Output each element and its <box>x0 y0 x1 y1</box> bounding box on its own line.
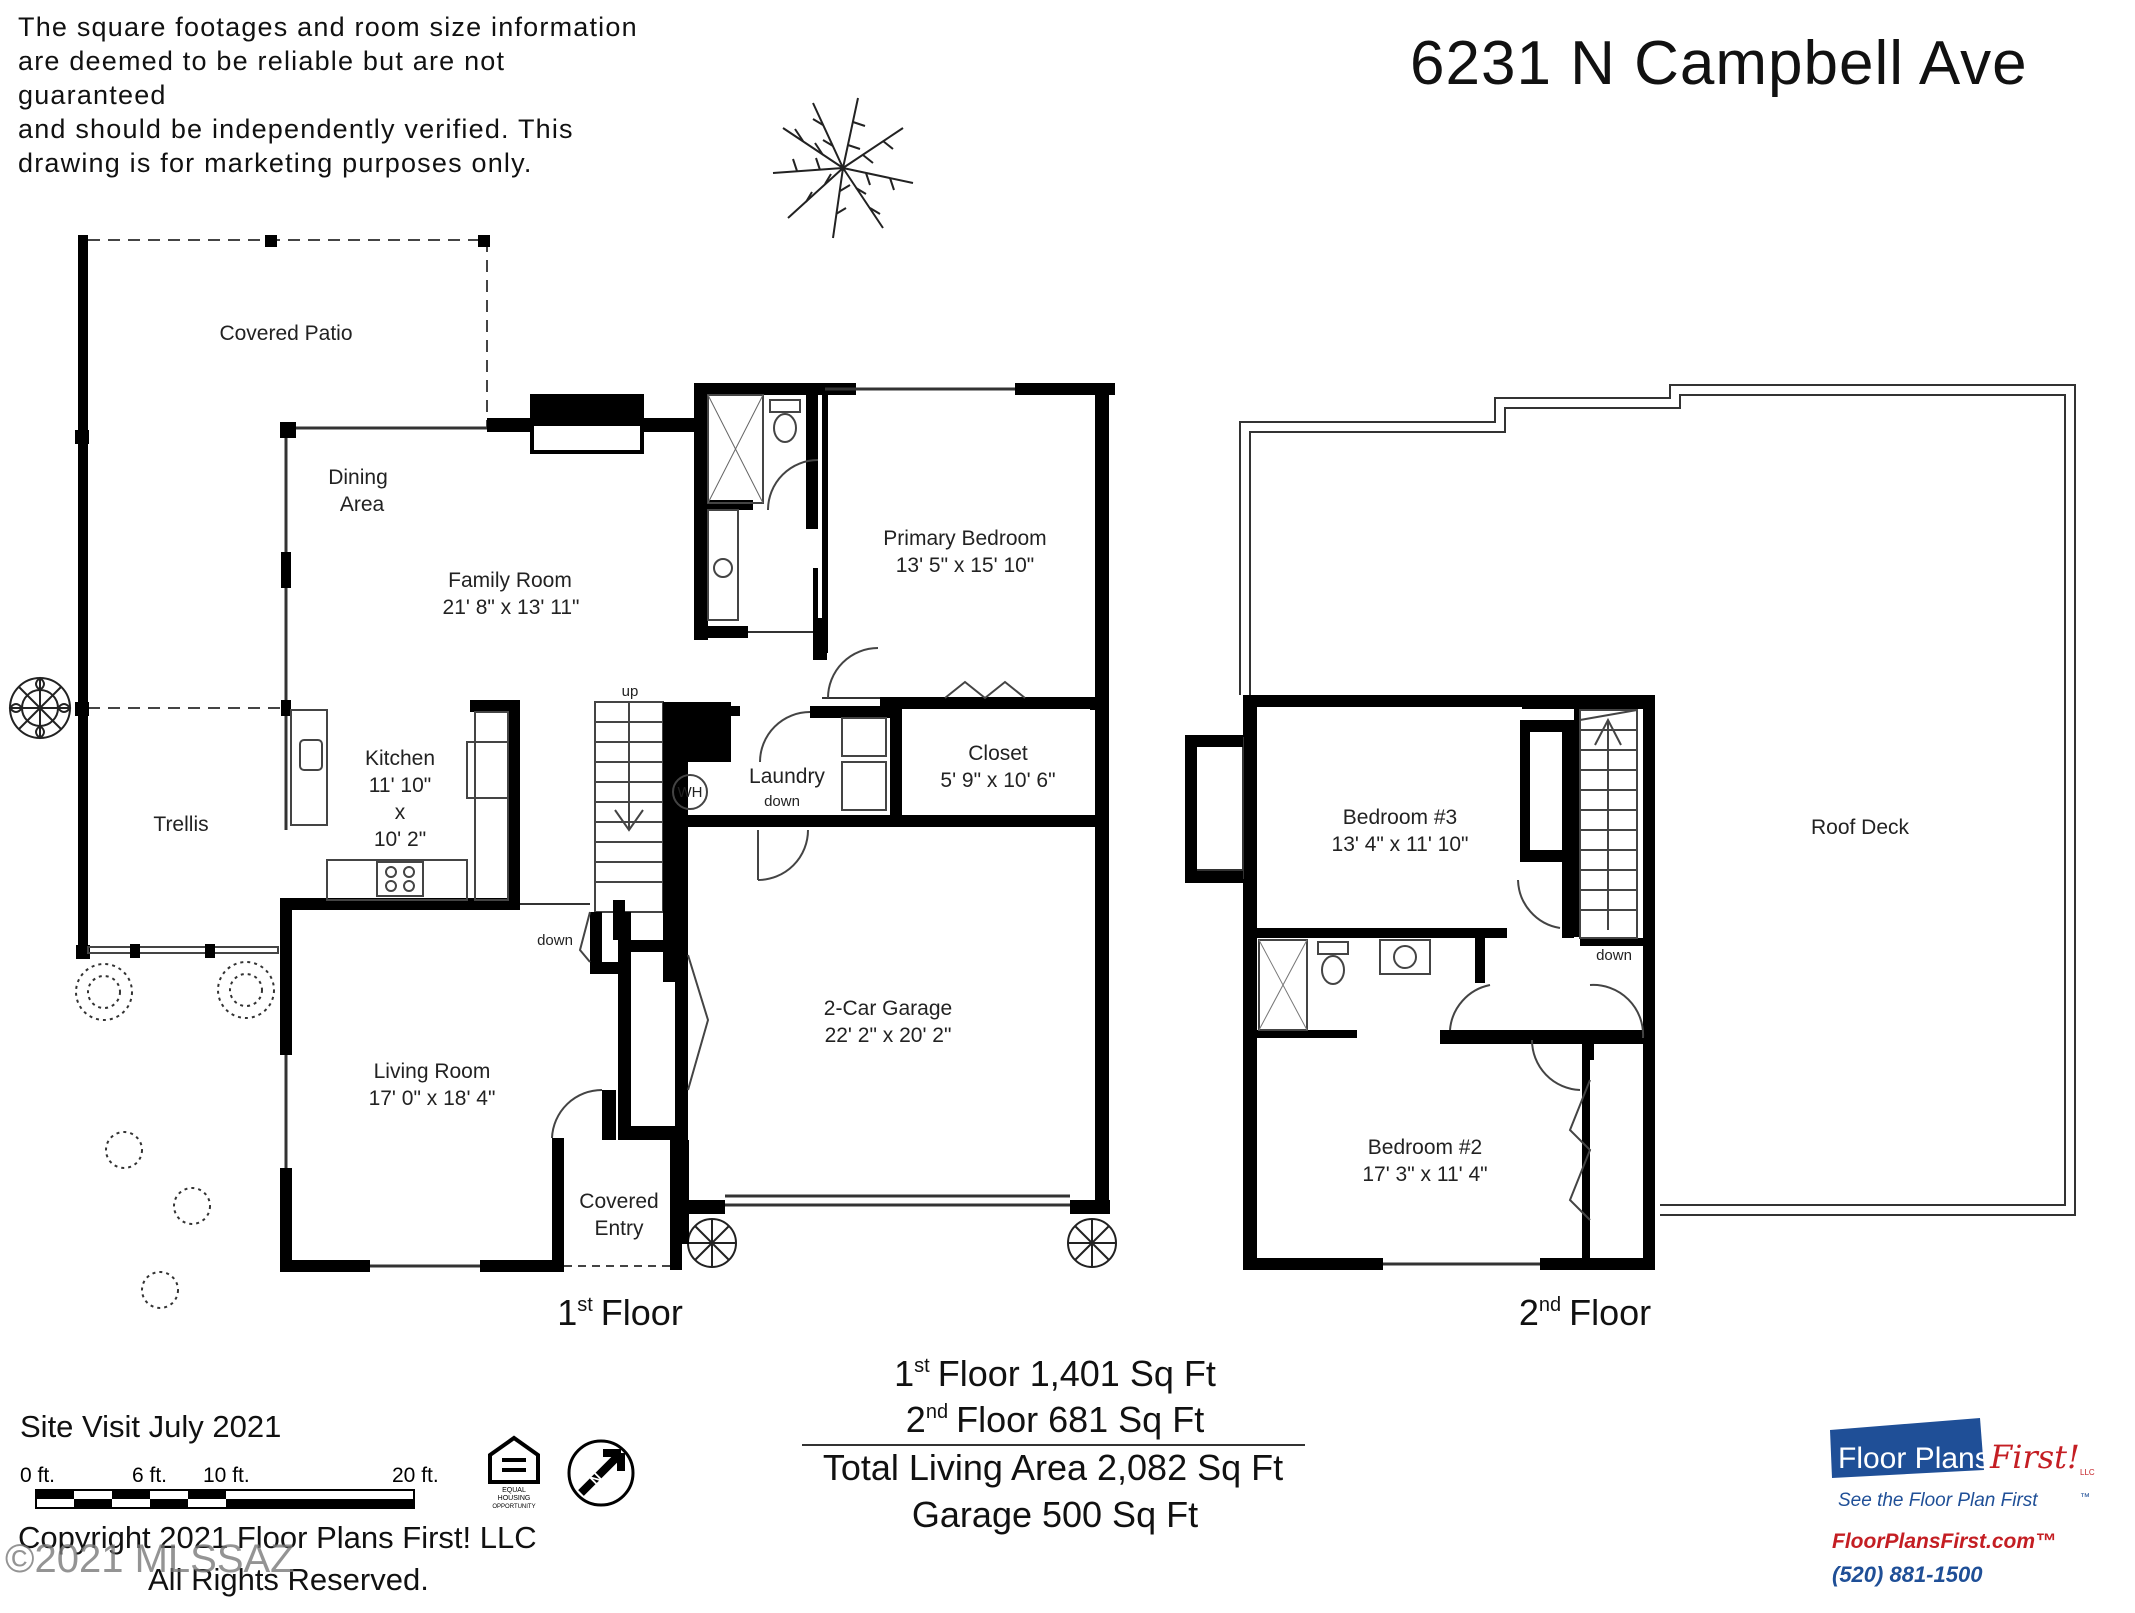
primary-bedroom-label: Primary Bedroom <box>883 527 1046 550</box>
total-living-area: Total Living Area 2,082 Sq Ft <box>823 1447 1283 1488</box>
living-room-size: 17' 0" x 18' 4" <box>369 1087 496 1110</box>
scale-tick-label: 0 ft. <box>20 1464 55 1487</box>
property-address: 6231 N Campbell Ave <box>1410 29 2028 98</box>
scale-bar: 0 ft. 6 ft. 10 ft. 20 ft. <box>20 1464 439 1509</box>
first-floor-walls <box>280 383 1115 1272</box>
logo-brand: Floor Plans <box>1838 1442 1990 1475</box>
bedroom2-label: Bedroom #2 <box>1368 1136 1482 1159</box>
svg-text:EQUAL: EQUAL <box>502 1487 526 1494</box>
bedroom3-label: Bedroom #3 <box>1343 806 1457 829</box>
bush-icon <box>75 961 275 1309</box>
garage-size: 22' 2" x 20' 2" <box>825 1024 952 1047</box>
dining-label: Area <box>340 493 385 516</box>
garage-area: Garage 500 Sq Ft <box>912 1494 1198 1535</box>
site-visit-date: Site Visit July 2021 <box>20 1409 281 1444</box>
dining-label: Dining <box>328 466 388 489</box>
copyright-line: All Rights Reserved. <box>148 1562 429 1597</box>
covered-patio-label: Covered Patio <box>219 322 352 345</box>
bedroom3-size: 13' 4" x 11' 10" <box>1332 833 1469 856</box>
roof-deck-label: Roof Deck <box>1811 816 1910 839</box>
water-heater-label: WH <box>678 784 703 801</box>
kitchen-label: Kitchen <box>365 747 435 770</box>
closet-label: Closet <box>968 742 1028 765</box>
stairs-up-label: up <box>622 683 639 700</box>
kitchen-size: 10' 2" <box>374 828 426 851</box>
living-room-label: Living Room <box>374 1060 491 1083</box>
north-arrow-icon: N <box>567 1439 635 1507</box>
family-room-label: Family Room <box>448 569 572 592</box>
logo-phone: (520) 881-1500 <box>1832 1562 1983 1587</box>
covered-patio-outline <box>75 235 490 959</box>
covered-entry-label: Covered <box>579 1190 658 1213</box>
scale-tick-label: 20 ft. <box>392 1464 439 1487</box>
trellis-label: Trellis <box>153 813 208 836</box>
logo-brand-accent: First! <box>1989 1438 2080 1476</box>
mls-watermark: ©2021 MLSSAZ <box>5 1537 295 1581</box>
logo-website: FloorPlansFirst.com™ <box>1832 1530 2056 1553</box>
equal-housing-icon: EQUAL HOUSING OPPORTUNITY <box>488 1435 540 1510</box>
garage-label: 2-Car Garage <box>824 997 952 1020</box>
disclaimer-line: and should be independently verified. Th… <box>18 114 574 144</box>
svg-text:™: ™ <box>2080 1492 2090 1503</box>
copyright-line: Copyright 2021 Floor Plans First! LLC <box>18 1520 537 1555</box>
stairs-down-label: down <box>537 932 573 949</box>
disclaimer-line: are deemed to be reliable but are not gu… <box>18 46 506 110</box>
covered-entry-label: Entry <box>594 1217 644 1240</box>
bedroom2-size: 17' 3" x 11' 4" <box>1362 1163 1487 1186</box>
kitchen-size: 11' 10" <box>369 774 431 797</box>
laundry-label: Laundry <box>749 765 825 788</box>
svg-text:OPPORTUNITY: OPPORTUNITY <box>492 1504 535 1510</box>
primary-bedroom-size: 13' 5" x 15' 10" <box>896 554 1035 577</box>
floor-plans-first-logo: Floor Plans First! LLC See the Floor Pla… <box>1830 1418 2095 1587</box>
family-room-size: 21' 8" x 13' 11" <box>443 596 580 619</box>
second-floor-walls <box>1185 384 2076 1270</box>
svg-text:LLC: LLC <box>2080 1468 2095 1477</box>
shrub-icon <box>8 676 1117 1268</box>
stairs-down-label-2: down <box>1596 947 1632 964</box>
svg-text:HOUSING: HOUSING <box>498 1495 531 1502</box>
logo-tagline: See the Floor Plan First <box>1838 1490 2038 1511</box>
disclaimer-line: The square footages and room size inform… <box>18 12 638 42</box>
room-labels: Covered Patio Dining Area Family Room 21… <box>153 322 1909 1240</box>
palm-tree-icon <box>772 97 914 239</box>
disclaimer: The square footages and room size inform… <box>18 10 638 180</box>
scale-tick-label: 10 ft. <box>203 1464 250 1487</box>
kitchen-size-x: x <box>395 801 406 824</box>
closet-size: 5' 9" x 10' 6" <box>940 769 1055 792</box>
laundry-down-label: down <box>764 793 800 810</box>
disclaimer-line: drawing is for marketing purposes only. <box>18 148 533 178</box>
scale-tick-label: 6 ft. <box>132 1464 167 1487</box>
